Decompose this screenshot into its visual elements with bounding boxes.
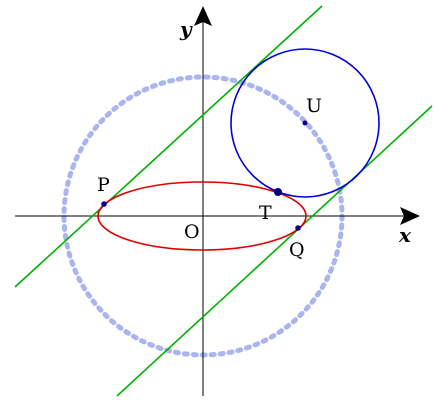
point-q-label: Q: [289, 239, 305, 261]
point-t-dot: [274, 188, 282, 196]
ellipse: [97, 181, 307, 251]
x-axis-label: x: [398, 223, 412, 247]
tangent-line-upper: [14, 5, 323, 288]
point-q-dot: [295, 225, 301, 231]
circle-u: [230, 48, 380, 198]
y-axis-arrow: [194, 6, 212, 26]
x-axis-arrow: [400, 207, 420, 225]
y-axis-label: y: [179, 17, 193, 41]
point-u-dot: [302, 120, 308, 126]
point-p-label: P: [97, 174, 110, 196]
point-t-label: T: [259, 202, 272, 224]
point-u-label: U: [306, 95, 322, 117]
tangent-line-lower: [116, 105, 433, 397]
origin-label: O: [184, 221, 200, 243]
point-p-dot: [101, 201, 107, 207]
